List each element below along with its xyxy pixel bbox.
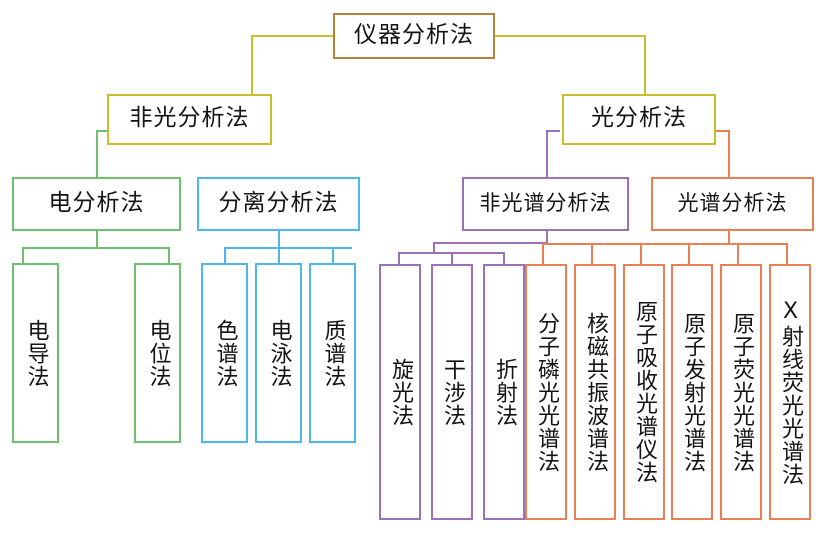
connector-light-to-spectral [728, 130, 730, 185]
node-leaf-conductometry[interactable]: 电导法 [12, 263, 59, 443]
connector-spectral-leaf-1 [542, 243, 544, 264]
connector-nonlight-to-electro [96, 130, 98, 185]
node-leaf-interferometry[interactable]: 干涉法 [431, 264, 473, 520]
node-leaf-conductometry-label: 电导法 [23, 318, 49, 388]
node-nonspectral-analysis[interactable]: 非光谱分析法 [462, 177, 629, 231]
node-leaf-refractometry[interactable]: 折射法 [483, 264, 525, 520]
node-spectral-analysis-label: 光谱分析法 [677, 190, 788, 215]
connector-root-left [251, 35, 335, 37]
node-leaf-atomic-fluorescence[interactable]: 原子荧光光谱法 [720, 264, 762, 520]
node-leaf-xray-fluorescence-label: X射线荧光光谱法 [777, 298, 803, 486]
node-leaf-atomic-emission-label: 原子发射光谱法 [679, 311, 705, 473]
node-root[interactable]: 仪器分析法 [333, 13, 495, 59]
connector-separation-bar [224, 247, 352, 249]
node-electro-analysis[interactable]: 电分析法 [12, 177, 181, 231]
node-leaf-xray-fluorescence[interactable]: X射线荧光光谱法 [769, 264, 811, 520]
connector-separation-drop [278, 230, 280, 248]
node-leaf-potentiometry-label: 电位法 [145, 318, 171, 388]
connector-root-right [494, 35, 646, 37]
connector-light-left-stub [546, 130, 560, 132]
connector-electro-bar [22, 247, 170, 249]
node-leaf-electrophoresis[interactable]: 电泳法 [255, 263, 302, 443]
node-leaf-mass-spectrometry-label: 质谱法 [320, 318, 346, 388]
node-leaf-polarimetry[interactable]: 旋光法 [379, 264, 421, 520]
connector-nonspectral-leaf-1 [398, 252, 400, 264]
node-leaf-nmr-label: 核磁共振波谱法 [582, 311, 608, 473]
connector-electro-leaf-2 [168, 247, 170, 264]
node-root-label: 仪器分析法 [354, 21, 474, 48]
node-light-analysis[interactable]: 光分析法 [562, 94, 716, 145]
connector-spectral-drop [728, 231, 730, 244]
node-separation-analysis-label: 分离分析法 [218, 189, 339, 216]
node-leaf-atomic-fluorescence-label: 原子荧光光谱法 [728, 311, 754, 473]
connector-root-right-drop [644, 35, 646, 95]
node-leaf-atomic-absorption-label: 原子吸收光谱仪法 [631, 300, 657, 484]
node-leaf-atomic-emission[interactable]: 原子发射光谱法 [671, 264, 713, 520]
connector-nonspectral-leaf-3 [503, 252, 505, 264]
node-leaf-molecular-phosphorescence[interactable]: 分子磷光光谱法 [525, 264, 567, 520]
connector-nonspectral-leaf-2 [451, 252, 453, 264]
connector-electro-leaf-1 [22, 247, 24, 264]
connector-spectral-bar [542, 243, 786, 245]
connector-nonspectral-bar-top [433, 242, 548, 244]
connector-nonspectral-drop [546, 231, 548, 243]
node-leaf-nmr[interactable]: 核磁共振波谱法 [574, 264, 616, 520]
connector-spectral-leaf-2 [591, 243, 593, 264]
node-electro-analysis-label: 电分析法 [48, 189, 145, 216]
node-leaf-refractometry-label: 折射法 [491, 357, 517, 427]
node-leaf-potentiometry[interactable]: 电位法 [134, 263, 181, 443]
connector-light-to-nonspectral [546, 130, 548, 185]
node-leaf-chromatography[interactable]: 色谱法 [201, 263, 248, 443]
node-leaf-electrophoresis-label: 电泳法 [266, 318, 292, 388]
connector-electro-drop [96, 230, 98, 248]
node-spectral-analysis[interactable]: 光谱分析法 [651, 177, 814, 231]
connector-spectral-leaf-4 [688, 243, 690, 264]
connector-nonspectral-mid [433, 242, 435, 253]
node-leaf-mass-spectrometry[interactable]: 质谱法 [309, 263, 356, 443]
node-non-light-analysis[interactable]: 非光分析法 [107, 94, 272, 145]
node-light-analysis-label: 光分析法 [591, 105, 687, 131]
node-leaf-chromatography-label: 色谱法 [212, 318, 238, 388]
connector-spectral-leaf-5 [737, 243, 739, 264]
connector-separation-leaf-2 [278, 247, 280, 264]
connector-spectral-leaf-6 [786, 243, 788, 264]
node-leaf-polarimetry-label: 旋光法 [387, 357, 413, 427]
connector-nonlight-left-stub [96, 130, 109, 132]
connector-root-left-drop [251, 35, 253, 95]
connector-separation-leaf-3 [332, 247, 334, 264]
node-leaf-interferometry-label: 干涉法 [439, 357, 465, 427]
connector-separation-leaf-1 [224, 247, 226, 264]
connector-spectral-leaf-3 [640, 243, 642, 264]
node-non-light-analysis-label: 非光分析法 [129, 105, 250, 131]
node-leaf-molecular-phosphorescence-label: 分子磷光光谱法 [533, 311, 559, 473]
node-nonspectral-analysis-label: 非光谱分析法 [479, 190, 612, 215]
node-separation-analysis[interactable]: 分离分析法 [197, 177, 360, 231]
connector-light-right-stub [716, 130, 730, 132]
node-leaf-atomic-absorption[interactable]: 原子吸收光谱仪法 [623, 264, 665, 520]
